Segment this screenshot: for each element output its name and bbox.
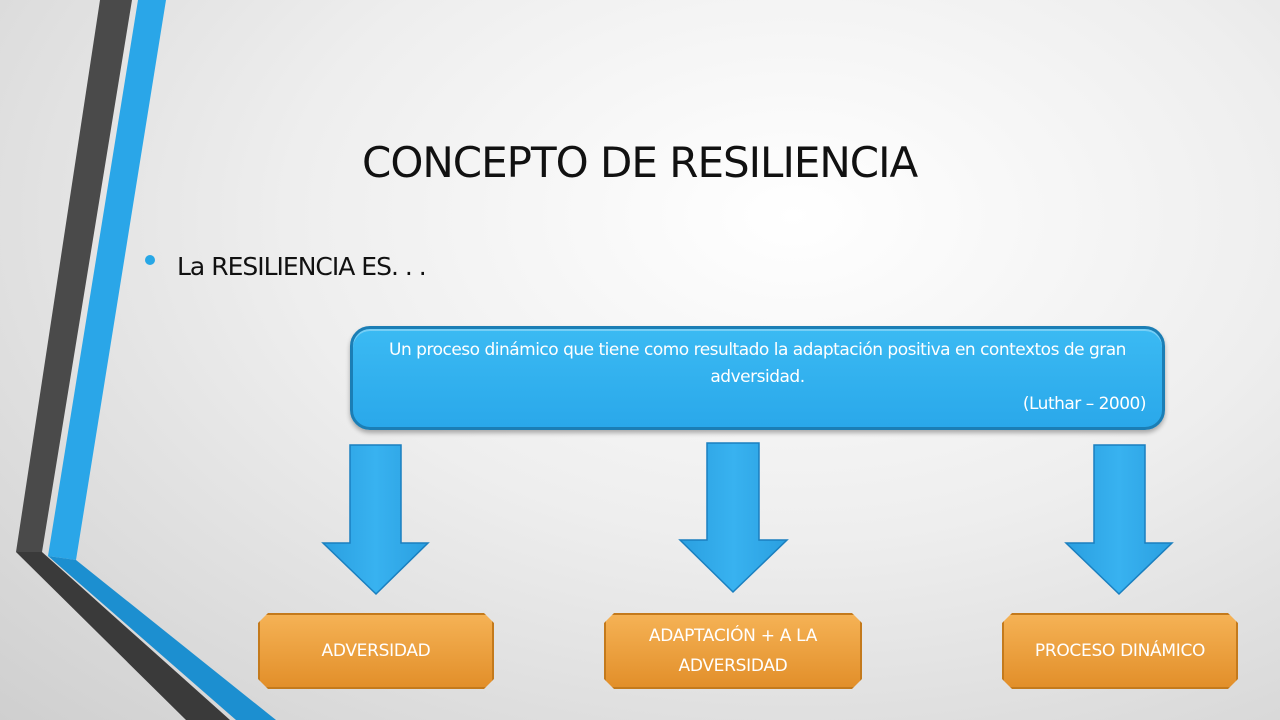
blue-stripe-lower bbox=[48, 556, 276, 720]
dark-stripe-upper bbox=[16, 0, 132, 552]
down-arrow-icon-3 bbox=[1064, 444, 1174, 596]
bullet-icon bbox=[145, 255, 155, 265]
outcome-label: PROCESO DINÁMICO bbox=[1034, 641, 1206, 661]
definition-citation: (Luthar – 2000) bbox=[1022, 394, 1147, 414]
definition-box: Un proceso dinámico que tiene como resul… bbox=[350, 326, 1165, 430]
definition-text: Un proceso dinámico que tiene como resul… bbox=[389, 340, 1126, 387]
blue-stripe-upper bbox=[48, 0, 166, 560]
outcome-label: ADVERSIDAD bbox=[321, 641, 431, 661]
dark-stripe-lower bbox=[16, 552, 230, 720]
bullet-text: La RESILIENCIA ES. . . bbox=[177, 252, 427, 281]
outcome-box-proceso: PROCESO DINÁMICO bbox=[1002, 613, 1238, 689]
outcome-label: ADAPTACIÓN + A LA ADVERSIDAD bbox=[648, 626, 818, 676]
down-arrow-icon-2 bbox=[678, 442, 789, 594]
down-arrow-icon-1 bbox=[321, 444, 430, 596]
page-title: CONCEPTO DE RESILIENCIA bbox=[362, 138, 918, 187]
outcome-box-adversidad: ADVERSIDAD bbox=[258, 613, 494, 689]
outcome-box-adaptacion: ADAPTACIÓN + A LA ADVERSIDAD bbox=[604, 613, 862, 689]
